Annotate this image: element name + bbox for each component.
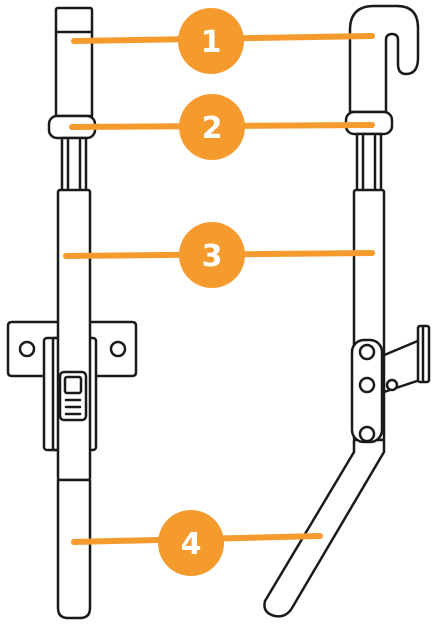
callouts: 1 2 3 4	[63, 8, 375, 576]
callout-3-badge	[179, 222, 245, 288]
right-hinge-bolt-middle	[358, 376, 376, 394]
right-side-bolt	[385, 378, 399, 392]
callout-1: 1	[71, 8, 375, 74]
left-tube-assembly	[6, 6, 138, 620]
callout-4-number: 4	[181, 527, 202, 562]
right-hook	[348, 4, 420, 114]
left-main-tube	[56, 188, 92, 482]
right-hinge-bolt-top	[358, 343, 376, 361]
left-bracket-hole-right	[109, 340, 127, 358]
callout-3-number: 3	[202, 239, 223, 274]
callout-4: 4	[71, 510, 323, 576]
callout-1-badge	[178, 8, 244, 74]
callout-2-badge	[179, 94, 245, 160]
callout-2-number: 2	[202, 111, 223, 146]
callout-2: 2	[69, 94, 375, 160]
right-hinge-bolt-bottom	[358, 425, 376, 443]
callout-4-badge	[158, 510, 224, 576]
left-bracket-hole-left	[18, 340, 36, 358]
left-latch-inner	[63, 375, 83, 395]
callout-3: 3	[63, 222, 375, 288]
left-top-cap	[54, 6, 94, 118]
right-angled-tube	[263, 438, 386, 618]
callout-1-number: 1	[201, 25, 222, 60]
right-tube-assembly	[263, 4, 431, 618]
left-lower-tube	[56, 478, 92, 620]
